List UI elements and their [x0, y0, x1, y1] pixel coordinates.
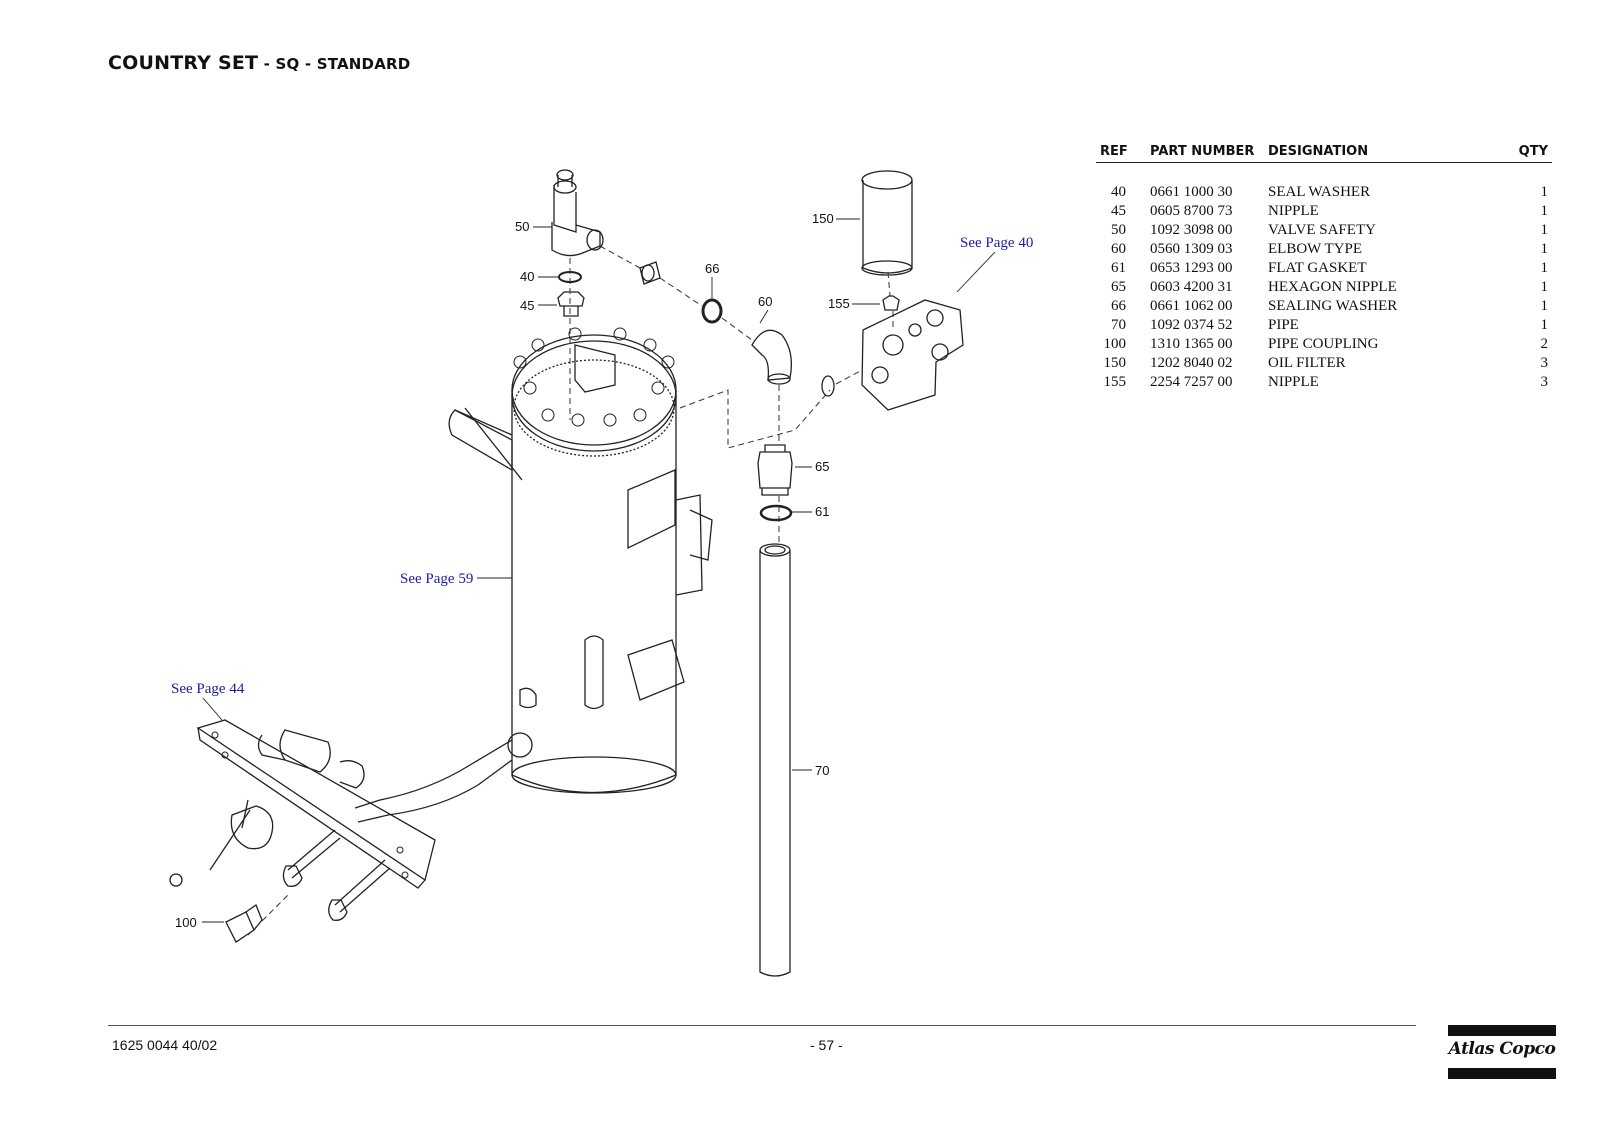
table-row: 150 1202 8040 02 OIL FILTER 3: [1096, 354, 1552, 373]
safety-valve: [553, 185, 577, 233]
table-row: 100 1310 1365 00 PIPE COUPLING 2: [1096, 335, 1552, 354]
atlas-copco-logo: Atlas Copco: [1448, 1025, 1556, 1079]
callout-50: 50: [515, 219, 529, 234]
row-designation: VALVE SAFETY: [1268, 222, 1376, 238]
row-qty: 3: [1540, 374, 1549, 390]
table-row: 45 0605 8700 73 NIPPLE 1: [1096, 202, 1552, 221]
header-part-number: PART NUMBER: [1146, 140, 1264, 163]
title-sep-1: -: [258, 55, 276, 73]
row-part-number: 0653 1293 00: [1150, 260, 1233, 276]
row-part-number: 0605 8700 73: [1150, 203, 1233, 219]
drain-pipe: [354, 739, 513, 809]
callout-66: 66: [705, 261, 719, 276]
page-number: - 57 -: [810, 1037, 843, 1053]
row-designation: SEAL WASHER: [1268, 184, 1371, 200]
row-part-number: 1092 0374 52: [1150, 317, 1233, 333]
row-designation: PIPE: [1268, 317, 1299, 333]
header-qty: QTY: [1490, 140, 1552, 163]
logo-bar-top: [1448, 1025, 1556, 1036]
callout-61: 61: [815, 504, 829, 519]
row-qty: 1: [1540, 279, 1549, 295]
row-designation: NIPPLE: [1268, 374, 1319, 390]
footer-divider: [108, 1025, 1416, 1026]
pipe-70: [759, 550, 791, 977]
row-part-number: 0603 4200 31: [1150, 279, 1233, 295]
table-row: 60 0560 1309 03 ELBOW TYPE 1: [1096, 240, 1552, 259]
title-sub-2: STANDARD: [316, 55, 411, 73]
table-row: 66 0661 1062 00 SEALING WASHER 1: [1096, 297, 1552, 316]
see-page-44-link[interactable]: See Page 44: [171, 681, 245, 697]
row-ref: 65: [1111, 279, 1126, 295]
callout-100: 100: [175, 915, 197, 930]
row-ref: 61: [1111, 260, 1126, 276]
title-main: COUNTRY SET: [108, 52, 259, 74]
row-part-number: 0560 1309 03: [1150, 241, 1233, 257]
callout-70: 70: [815, 763, 829, 778]
valve-panel: [196, 719, 436, 882]
row-part-number: 1202 8040 02: [1150, 355, 1233, 371]
row-ref: 150: [1103, 355, 1127, 371]
hex-nipple-65: [757, 451, 793, 489]
row-qty: 1: [1540, 298, 1549, 314]
table-row: 70 1092 0374 52 PIPE 1: [1096, 316, 1552, 335]
row-part-number: 2254 7257 00: [1150, 374, 1233, 390]
oil-filter: [862, 180, 913, 274]
row-designation: SEALING WASHER: [1268, 298, 1398, 314]
row-part-number: 1310 1365 00: [1150, 336, 1233, 352]
page-title: COUNTRY SET - SQ - STANDARD: [108, 52, 410, 74]
table-row: 50 1092 3098 00 VALVE SAFETY 1: [1096, 221, 1552, 240]
logo-bar-bottom: [1448, 1068, 1556, 1079]
row-designation: NIPPLE: [1268, 203, 1319, 219]
callout-155: 155: [828, 296, 850, 311]
coupling-100: [225, 911, 255, 943]
ring-66: [701, 298, 723, 324]
see-page-59-link[interactable]: See Page 59: [400, 571, 473, 587]
row-ref: 60: [1111, 241, 1126, 257]
elbow-60: [751, 329, 793, 381]
row-qty: 1: [1540, 184, 1549, 200]
see-page-40-link[interactable]: See Page 40: [960, 235, 1033, 251]
logo-wordmark: Atlas Copco: [1448, 1039, 1556, 1059]
row-qty: 1: [1540, 260, 1549, 276]
row-designation: FLAT GASKET: [1268, 260, 1367, 276]
row-ref: 45: [1111, 203, 1126, 219]
table-row: 155 2254 7257 00 NIPPLE 3: [1096, 373, 1552, 392]
row-ref: 100: [1103, 336, 1127, 352]
callout-150: 150: [812, 211, 834, 226]
parts-table: REF PART NUMBER DESIGNATION QTY 40 0661 …: [1096, 140, 1552, 392]
row-designation: HEXAGON NIPPLE: [1268, 279, 1397, 295]
callout-65: 65: [815, 459, 829, 474]
callout-45: 45: [520, 298, 534, 313]
row-qty: 1: [1540, 317, 1549, 333]
row-qty: 1: [1540, 241, 1549, 257]
header-ref: REF: [1096, 140, 1146, 163]
row-ref: 70: [1111, 317, 1126, 333]
row-ref: 40: [1111, 184, 1126, 200]
row-qty: 3: [1540, 355, 1549, 371]
document-number: 1625 0044 40/02: [112, 1037, 218, 1053]
table-row: 61 0653 1293 00 FLAT GASKET 1: [1096, 259, 1552, 278]
row-ref: 50: [1111, 222, 1126, 238]
filter-manifold: [861, 299, 964, 411]
row-qty: 1: [1540, 203, 1549, 219]
title-sep-2: -: [299, 55, 317, 73]
title-sub-1: SQ: [275, 55, 300, 73]
row-designation: ELBOW TYPE: [1268, 241, 1363, 257]
row-part-number: 0661 1000 30: [1150, 184, 1233, 200]
row-qty: 1: [1540, 222, 1549, 238]
row-designation: PIPE COUPLING: [1268, 336, 1379, 352]
row-ref: 155: [1103, 374, 1127, 390]
row-part-number: 0661 1062 00: [1150, 298, 1233, 314]
row-designation: OIL FILTER: [1268, 355, 1346, 371]
header-designation: DESIGNATION: [1264, 140, 1491, 163]
callout-60: 60: [758, 294, 772, 309]
table-row: 40 0661 1000 30 SEAL WASHER 1: [1096, 183, 1552, 202]
parts-table-header: REF PART NUMBER DESIGNATION QTY: [1096, 140, 1552, 163]
row-qty: 2: [1540, 336, 1549, 352]
table-row: 65 0603 4200 31 HEXAGON NIPPLE 1: [1096, 278, 1552, 297]
callout-40: 40: [520, 269, 534, 284]
row-part-number: 1092 3098 00: [1150, 222, 1233, 238]
row-ref: 66: [1111, 298, 1126, 314]
